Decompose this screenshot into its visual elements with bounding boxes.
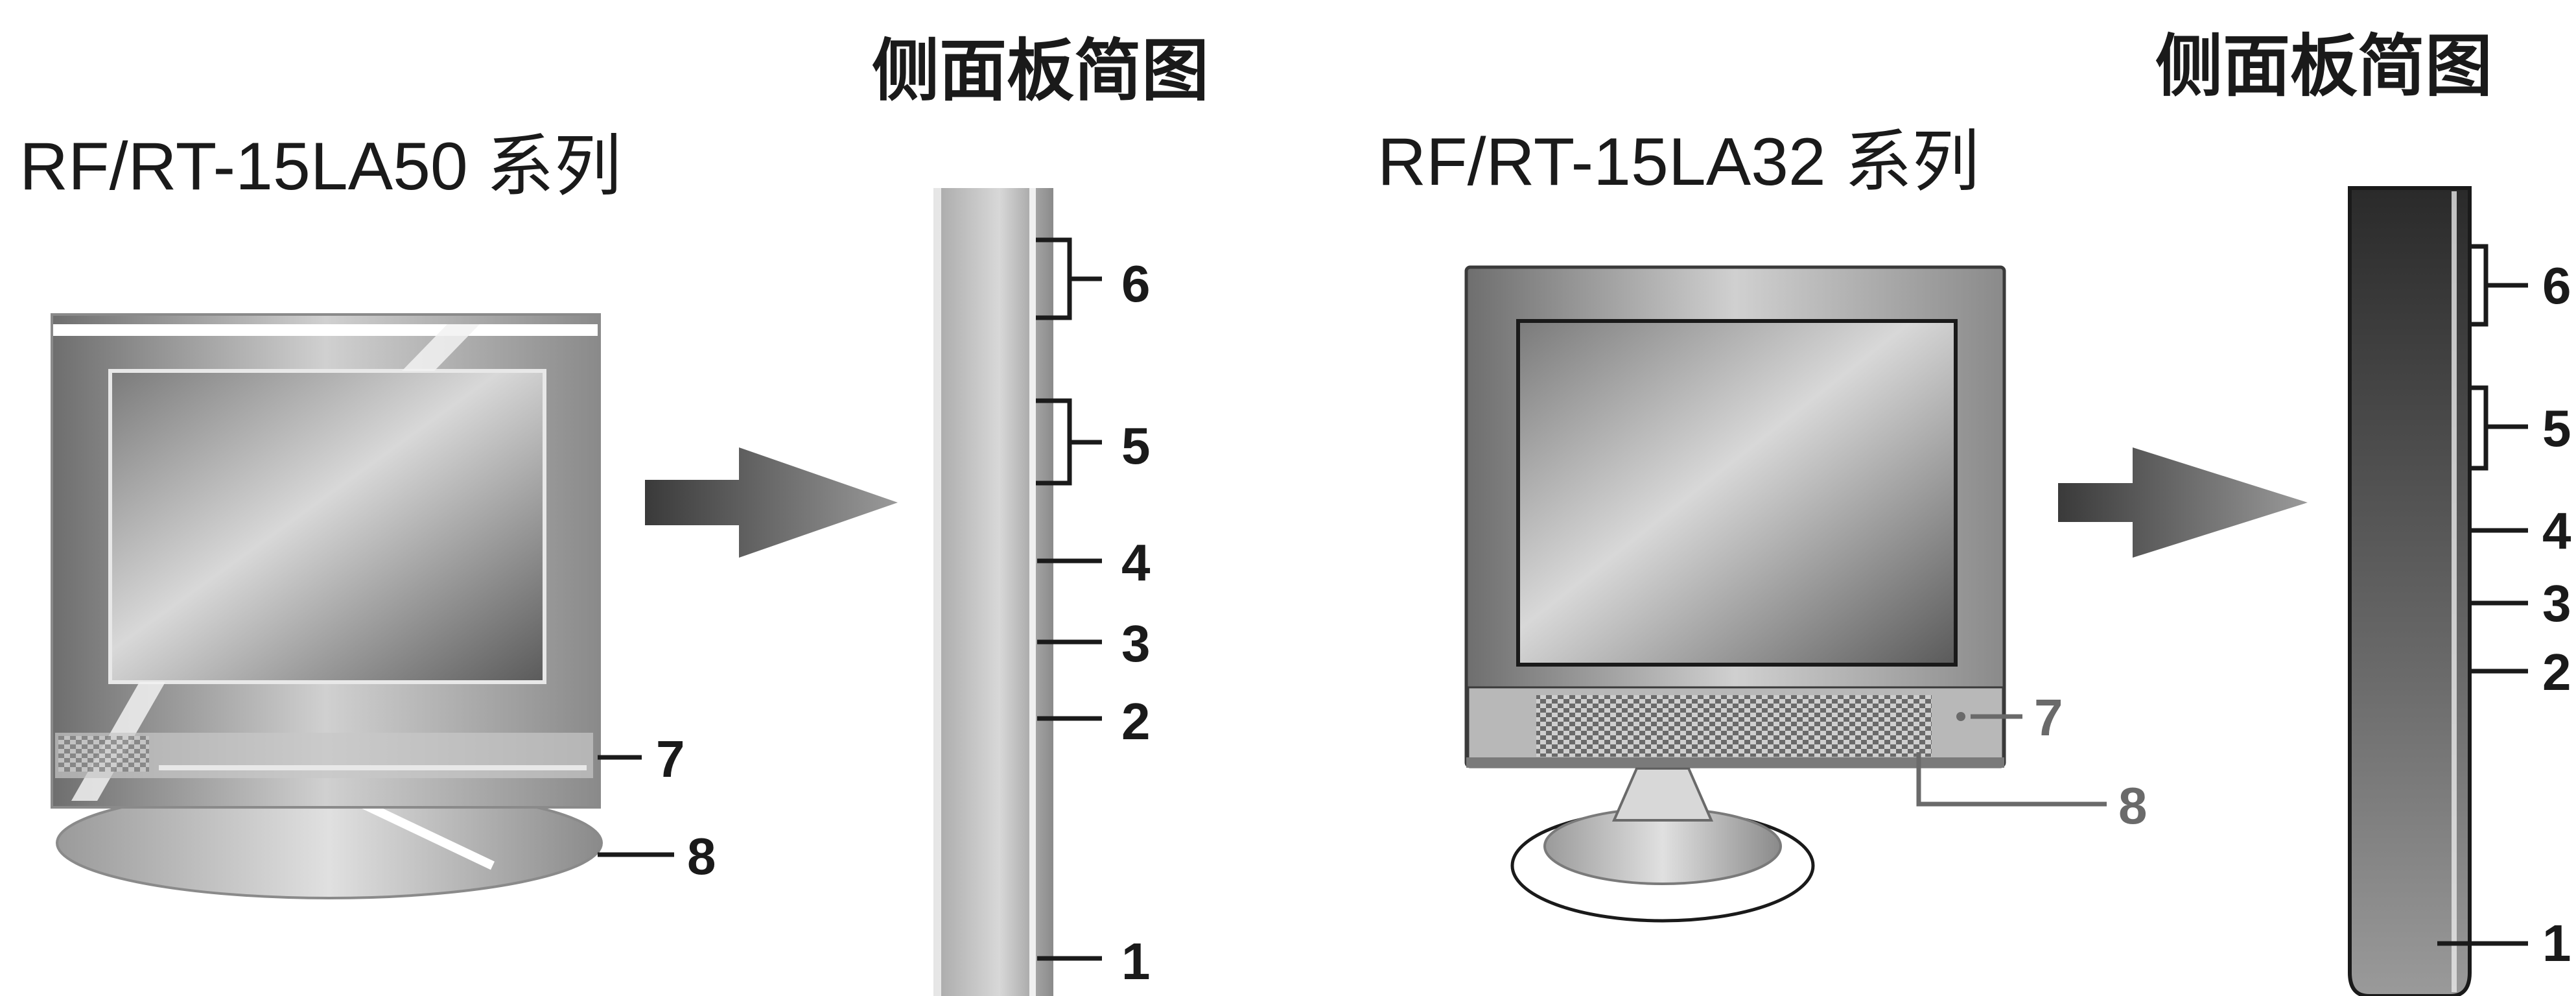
right-arrow-right-icon	[2058, 447, 2308, 558]
left-callout-8: 8	[687, 827, 716, 885]
left-arrow-right-icon	[645, 447, 898, 558]
right-callout-7: 7	[2034, 689, 2063, 746]
right-tv-monitor-icon	[1464, 265, 2006, 923]
right-panel-title: 侧面板简图	[2155, 27, 2492, 106]
left-tv-monitor-icon	[51, 313, 603, 899]
right-callout-1: 1	[2542, 914, 2571, 972]
right-callout-8: 8	[2118, 777, 2148, 835]
right-callout-3: 3	[2542, 575, 2571, 632]
left-callout-4: 4	[1121, 534, 1151, 591]
left-side-panel-icon	[933, 188, 1053, 996]
left-callout-7: 7	[656, 730, 685, 788]
right-callout-2: 2	[2542, 643, 2571, 701]
right-callout-6: 6	[2542, 257, 2571, 314]
left-callout-6: 6	[1121, 255, 1151, 313]
left-callout-2: 2	[1121, 693, 1151, 750]
left-model-title: RF/RT-15LA50 系列	[19, 129, 622, 204]
left-callout-leaders	[598, 237, 1102, 961]
right-side-panel-icon	[2348, 186, 2472, 996]
right-callout-4: 4	[2542, 502, 2571, 560]
left-callout-3: 3	[1121, 615, 1151, 672]
right-callout-5: 5	[2542, 399, 2571, 457]
right-callout-leaders	[1916, 244, 2528, 946]
right-model-title: RF/RT-15LA32 系列	[1377, 124, 1980, 200]
left-callout-1: 1	[1121, 932, 1151, 990]
left-callout-5: 5	[1121, 417, 1151, 475]
left-panel-title: 侧面板简图	[872, 31, 1209, 110]
